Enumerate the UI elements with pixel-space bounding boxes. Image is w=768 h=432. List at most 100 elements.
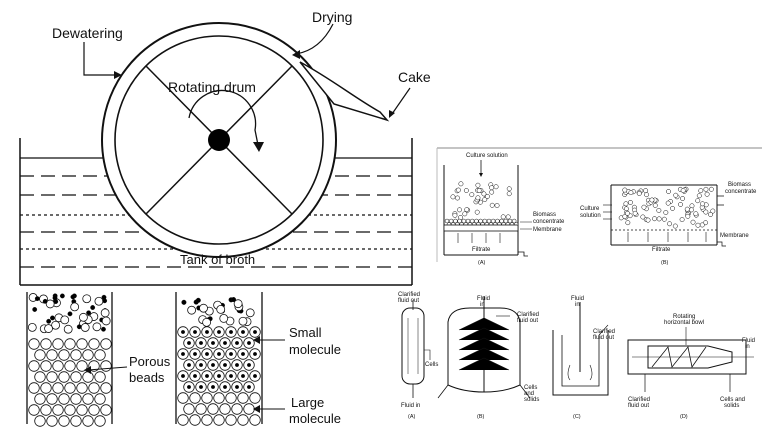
porous-bead [46,371,58,383]
large-molecule [44,324,53,333]
biomass-particle [625,220,631,226]
small-molecule-arrowhead [253,336,260,344]
vessel-a-outlet [518,251,528,257]
label-fluid-d-1: Fluid [742,338,755,344]
small-molecule [181,299,187,305]
small-molecule [229,352,233,356]
biomass-particle [622,187,628,193]
biomass-particle [696,193,702,199]
small-molecule [235,363,239,367]
porous-bead [189,392,201,404]
small-molecule [217,374,221,378]
label-membrane-b: Membrane [720,233,749,239]
porous-bead [100,360,112,372]
biomass-particle [641,204,647,210]
small-molecule [241,352,245,356]
small-molecule [187,363,191,367]
large-molecule-arrowhead [253,405,260,413]
centrifuge-c-basket: Fluid in Clarified fluid out (C) [552,296,615,420]
porous-bead [76,382,88,394]
porous-bead [40,404,52,416]
biomass-particle [484,194,490,199]
porous-bead [249,392,261,404]
gel-filtration: Small molecule Porous beads Large molecu… [26,292,341,427]
large-molecule [51,320,61,330]
small-molecule [211,363,215,367]
porous-bead [34,349,46,361]
centrifuges: Clarified fluid out Cells Fluid in (A) F… [398,292,755,420]
porous-bead [94,349,106,361]
biomass-particle [690,219,696,225]
label-clarified-a-1: Clarified [398,292,420,298]
large-molecule [60,315,70,325]
porous-bead [82,393,94,405]
large-molecule [92,322,102,332]
label-cells-d-1: Cells and [720,397,745,403]
porous-bead [64,360,76,372]
porous-bead [231,403,243,415]
label-dewatering: Dewatering [52,25,123,41]
centrifuge-a-tubular: Clarified fluid out Cells Fluid in (A) [398,292,438,420]
membrane-panel-a: Culture solution Biomass concentrate Mem… [443,153,565,266]
label-tank-of-broth: Tank of broth [180,252,255,267]
cake-scraper [299,61,390,122]
porous-bead [34,393,46,405]
porous-bead [58,415,70,427]
large-molecule [219,314,229,323]
small-molecule [101,326,106,332]
label-membrane-a: Membrane [533,227,562,233]
large-molecule [80,323,90,332]
porous-bead [183,403,195,415]
label-large-2: molecule [289,411,341,426]
large-molecule [199,303,208,313]
biomass-particle [493,184,499,190]
porous-bead [88,382,100,394]
biomass-particle [455,187,461,193]
tag-membrane-b: (B) [661,260,669,266]
label-clarified-a-2: fluid out [398,298,419,304]
small-molecule [247,363,251,367]
small-molecule [217,352,221,356]
filtrate-b-arrows [627,232,707,242]
porous-bead [28,404,40,416]
label-cells-d-2: solids [724,403,739,409]
label-fluid-c-2: in [575,302,580,308]
porous-bead [34,415,46,427]
small-molecule [211,341,215,345]
vessel-b-outlet [717,195,724,206]
label-fluid-b-2: in [480,302,485,308]
biomass-particles-a [444,181,519,227]
biomass-particle [464,207,470,213]
biomass-particle [710,208,716,214]
label-rotating-d-1: Rotating [673,314,695,320]
label-porous-2: beads [129,370,165,385]
small-molecule [193,330,197,334]
biomass-particle [643,188,649,194]
label-biomass-a-2: concentrate [533,219,565,225]
tag-centrifuge-c: (C) [573,414,581,420]
porous-bead [46,393,58,405]
large-molecule [78,312,88,322]
small-molecule [90,305,96,310]
small-molecule [241,330,245,334]
basket-inner [561,335,600,387]
filtrate-a-arrows [457,233,501,243]
biomass-particle [704,191,710,197]
label-drying: Drying [312,9,352,25]
column-right-beads [177,297,261,426]
small-molecule [205,330,209,334]
label-biomass-b-1: Biomass [728,182,751,188]
small-molecule [50,315,55,321]
large-molecule [94,296,104,306]
biomass-particles-b [618,186,716,229]
small-molecule [241,374,245,378]
basket-outer [552,330,609,396]
porous-bead [34,371,46,383]
large-molecule [45,299,55,309]
porous-bead [58,349,70,361]
porous-bead [40,360,52,372]
biomass-particle [636,191,642,196]
large-molecule [82,294,92,304]
label-cells-b-2: and [524,391,534,397]
biomass-particle [685,213,691,219]
